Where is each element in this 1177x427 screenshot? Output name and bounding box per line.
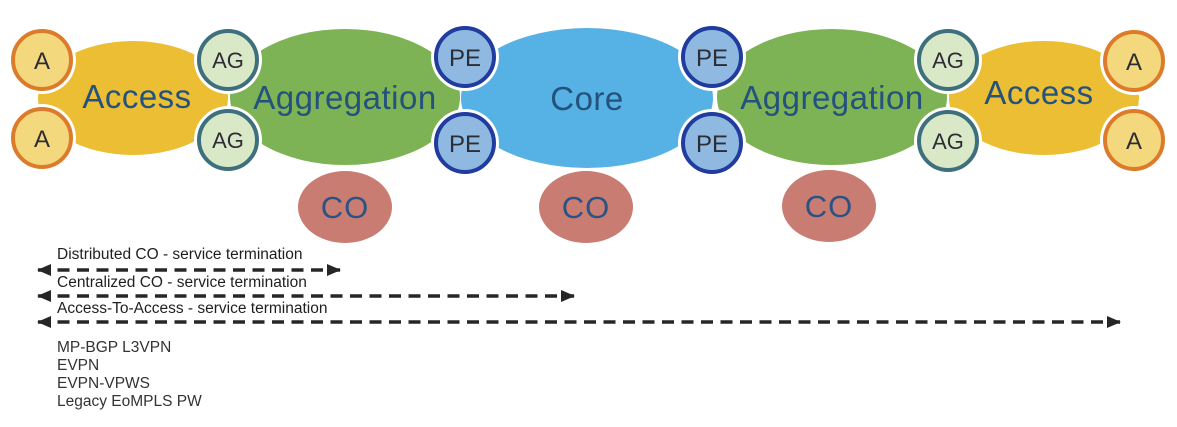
protocol-item: Legacy EoMPLS PW (57, 393, 202, 410)
node-label: CO (805, 189, 854, 224)
zone-access-left (38, 41, 228, 155)
zone-aggregation-left (230, 29, 460, 165)
node-circle (11, 107, 73, 169)
node-circle (917, 29, 979, 91)
node-label: PE (696, 45, 728, 72)
scope-access-to-access: Access-To-Access - service termination (37, 300, 1121, 328)
node-circle (197, 109, 259, 171)
scope-label: Centralized CO - service termination (57, 274, 307, 291)
zone-label-access-left: Access (82, 78, 191, 115)
node-label: AG (212, 128, 244, 153)
node-circle (434, 26, 496, 88)
node-pe-right-top: PE (678, 23, 746, 91)
protocol-item: EVPN (57, 357, 99, 374)
co-ellipse (782, 170, 876, 242)
co-ellipse (298, 171, 392, 243)
node-a-right-bottom: A (1100, 106, 1168, 174)
scope-distributed-co: Distributed CO - service termination (37, 246, 341, 276)
node-a-right-top: A (1100, 27, 1168, 95)
node-label: A (1126, 128, 1142, 155)
node-ag-right-top: AG (914, 26, 982, 94)
node-ag-left-top: AG (194, 26, 262, 94)
node-pe-left-top: PE (431, 23, 499, 91)
node-circle (1103, 109, 1165, 171)
scope-centralized-co: Centralized CO - service termination (37, 274, 575, 302)
node-label: AG (212, 48, 244, 73)
node-label: CO (562, 190, 611, 225)
node-co-center: CO (539, 171, 633, 243)
node-circle (917, 110, 979, 172)
node-co-left: CO (298, 171, 392, 243)
node-ag-left-bottom: AG (194, 106, 262, 174)
zone-label-access-right: Access (984, 74, 1093, 111)
node-label: A (34, 48, 50, 75)
zone-label-core: Core (550, 80, 624, 117)
protocol-item: EVPN-VPWS (57, 375, 150, 392)
node-circle (681, 26, 743, 88)
node-circle (197, 29, 259, 91)
node-a-left-top: A (8, 26, 76, 94)
node-label: CO (321, 190, 370, 225)
node-circle (11, 29, 73, 91)
node-label: AG (932, 48, 964, 73)
node-pe-right-bottom: PE (678, 109, 746, 177)
co-ellipse (539, 171, 633, 243)
node-pe-left-bottom: PE (431, 109, 499, 177)
node-label: A (34, 126, 50, 153)
zone-label-aggregation-left: Aggregation (253, 79, 436, 116)
node-circle (1103, 30, 1165, 92)
node-a-left-bottom: A (8, 104, 76, 172)
node-label: PE (449, 45, 481, 72)
zone-access-right (949, 41, 1139, 155)
scope-label: Distributed CO - service termination (57, 246, 303, 263)
node-label: A (1126, 49, 1142, 76)
node-label: AG (932, 129, 964, 154)
node-circle (434, 112, 496, 174)
node-label: PE (449, 131, 481, 158)
protocol-item: MP-BGP L3VPN (57, 339, 171, 356)
node-ag-right-bottom: AG (914, 107, 982, 175)
zone-label-aggregation-right: Aggregation (740, 79, 923, 116)
zone-core (461, 28, 713, 168)
node-label: PE (696, 131, 728, 158)
node-circle (681, 112, 743, 174)
protocol-list: MP-BGP L3VPN EVPN EVPN-VPWS Legacy EoMPL… (57, 339, 202, 410)
node-co-right: CO (782, 170, 876, 242)
scope-label: Access-To-Access - service termination (57, 300, 327, 317)
zone-aggregation-right (717, 29, 947, 165)
